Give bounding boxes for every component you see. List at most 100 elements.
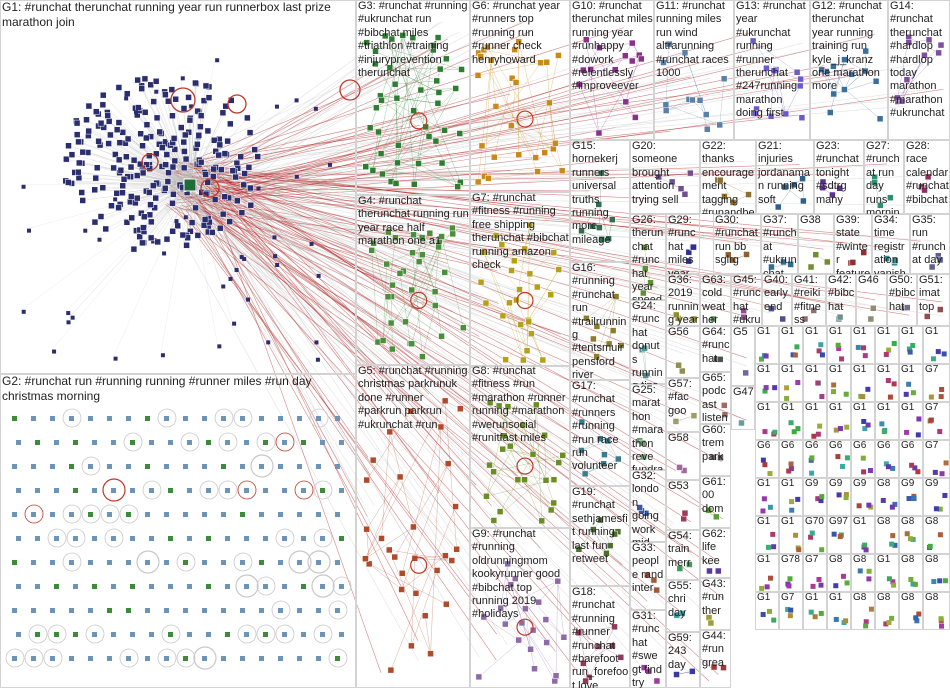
graph-edge [382,133,460,175]
group-g51: G51: imat top [917,274,950,326]
group-label: G6: #runchat year #runners top #running … [472,0,561,66]
small-group-label: G1 [805,592,819,603]
graph-edge [380,95,438,104]
graph-edge [165,95,937,167]
small-group-label: G1 [757,364,771,375]
graph-edge [481,62,541,146]
small-group-cell: G7 [923,364,950,402]
group-g62: G62: life kee [700,528,731,578]
graph-node [883,351,889,357]
graph-node [791,429,797,435]
group-g39: G39: state #winter features [834,214,872,274]
graph-node [932,469,938,475]
graph-edge [833,81,877,95]
graph-edge [201,71,877,186]
graph-edge [663,52,686,63]
graph-edge [766,68,787,114]
graph-edge [515,578,565,638]
group-box-g41 [792,274,826,326]
small-group-label: G1 [877,402,891,413]
graph-edge [430,426,442,654]
graph-edge [511,82,517,126]
group-box-g57 [666,378,700,432]
graph-edge [200,205,676,471]
group-box-g42 [826,274,856,326]
graph-edge [205,166,723,520]
small-group-cell: G1 [851,364,875,402]
group-box-g36 [666,274,700,326]
graph-edge [502,448,534,455]
group-label: G33: people rand inter [632,542,664,595]
small-group-cell: G1 [755,478,779,516]
graph-edge [412,252,423,357]
graph-edge [94,184,191,191]
graph-edge [187,163,694,557]
graph-edge [194,204,692,523]
graph-node [916,416,922,422]
small-group-cell: G1 [875,554,899,592]
graph-edge [167,125,404,175]
group-label: G63: cold weather [702,274,726,326]
small-group-label: G9 [829,478,843,489]
graph-edge [489,464,547,481]
group-g54: G54: train merr [666,530,700,580]
small-group-cell: G1 [875,402,899,440]
graph-edge [165,170,769,176]
graph-node [930,356,936,362]
graph-edge [187,198,639,501]
graph-edge [583,47,600,71]
graph-edge [365,37,439,167]
graph-edge [389,67,462,70]
graph-node [937,429,943,435]
small-group-label: G8 [925,592,939,603]
graph-edge [518,41,545,153]
group-label: G56 [668,326,689,338]
graph-edge [583,645,613,664]
small-group-box [827,364,851,402]
group-g9: G9: #runchat #running oldrunningmom kook… [470,528,570,688]
graph-node [772,385,778,391]
small-group-box [779,592,803,630]
graph-edge [434,291,442,337]
graph-edge [180,193,537,660]
small-group-box [755,516,779,554]
graph-edge [493,462,559,521]
small-group-cell: G1 [803,402,827,440]
group-label: G32: london going work mid [632,470,659,542]
graph-edge [182,194,587,616]
small-group-cell: G1 [827,592,851,630]
small-group-cell: G9 [851,478,875,516]
graph-edge [208,166,722,455]
graph-edge [424,615,431,654]
graph-edge [428,88,456,137]
graph-edge [644,247,651,283]
graph-edge [394,463,449,558]
group-box-g26 [630,214,666,300]
group-label: G60: trem park [702,424,726,463]
group-box-g45 [731,274,762,326]
graph-edge [484,60,492,177]
graph-edge [483,49,547,63]
graph-edge [177,42,803,205]
group-g26: G26: therunchat #runchat year speed last [630,214,666,300]
small-group-cell: G1 [755,516,779,554]
graph-node [903,391,909,397]
graph-edge [392,284,436,306]
graph-node [939,471,945,477]
small-group-cell: G1 [827,402,851,440]
graph-edge [382,237,396,341]
small-group-box [803,592,827,630]
graph-edge [189,184,218,345]
graph-edge [401,573,417,594]
small-group-cell: G8 [827,554,851,592]
small-group-label: G6 [901,440,915,451]
graph-edge [844,70,866,90]
graph-node [939,386,945,392]
graph-edge [160,184,191,354]
graph-edge [511,125,554,150]
small-group-cell: G1 [755,364,779,402]
graph-edge [557,581,565,638]
graph-edge [384,35,430,137]
small-group-box [899,326,923,364]
graph-node [915,432,921,438]
